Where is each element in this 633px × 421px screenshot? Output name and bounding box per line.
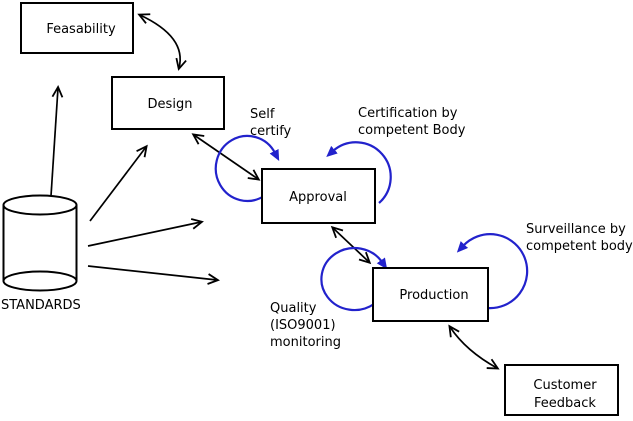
- node-customer-feedback-label-line1: Customer: [533, 378, 597, 393]
- datastore-cylinder-top: [2, 194, 78, 216]
- arrow-standards-to-approval: [87, 218, 204, 247]
- node-production-box: [372, 267, 489, 322]
- node-design-label: Design: [148, 97, 193, 112]
- node-production-label: Production: [399, 288, 468, 303]
- annotation-certification-line2: competent Body: [358, 123, 466, 138]
- node-customer-feedback-box: [504, 364, 619, 416]
- annotation-self-certify-line2: certify: [250, 124, 292, 139]
- datastore-cylinder-bottom: [2, 270, 78, 292]
- node-approval-label: Approval: [289, 190, 347, 205]
- annotation-quality-line1: Quality: [270, 301, 317, 316]
- annotation-quality-line2: (ISO9001): [270, 318, 336, 333]
- datastore-standards-label: STANDARDS: [1, 298, 81, 313]
- loop-certification-competent-body: [326, 141, 392, 204]
- annotation-surveillance-line2: competent body: [526, 239, 633, 254]
- annotation-self-certify-line1: Self: [250, 107, 275, 122]
- arrow-standards-to-design: [89, 144, 148, 222]
- arrow-feasability-design: [137, 13, 187, 71]
- loop-quality-monitoring: [320, 246, 388, 312]
- node-design-box: [111, 76, 225, 130]
- node-customer-feedback-label-line2: Feedback: [534, 396, 596, 411]
- node-feasability-label: Feasability: [46, 22, 116, 37]
- node-approval-box: [261, 168, 376, 224]
- annotation-surveillance-line1: Surveillance by: [526, 222, 626, 237]
- arrow-approval-production: [330, 225, 372, 265]
- arrow-standards-to-feasability: [50, 84, 64, 197]
- arrow-production-customer-feedback: [448, 324, 500, 370]
- arrow-standards-to-production: [87, 265, 220, 285]
- arrow-design-approval: [191, 133, 261, 181]
- node-feasability-box: [20, 2, 134, 54]
- annotation-certification-line1: Certification by: [358, 106, 458, 121]
- annotation-quality-line3: monitoring: [270, 335, 341, 350]
- datastore-standards: [2, 194, 78, 292]
- loop-surveillance-competent-body: [456, 233, 529, 310]
- loop-self-certify: [214, 134, 280, 203]
